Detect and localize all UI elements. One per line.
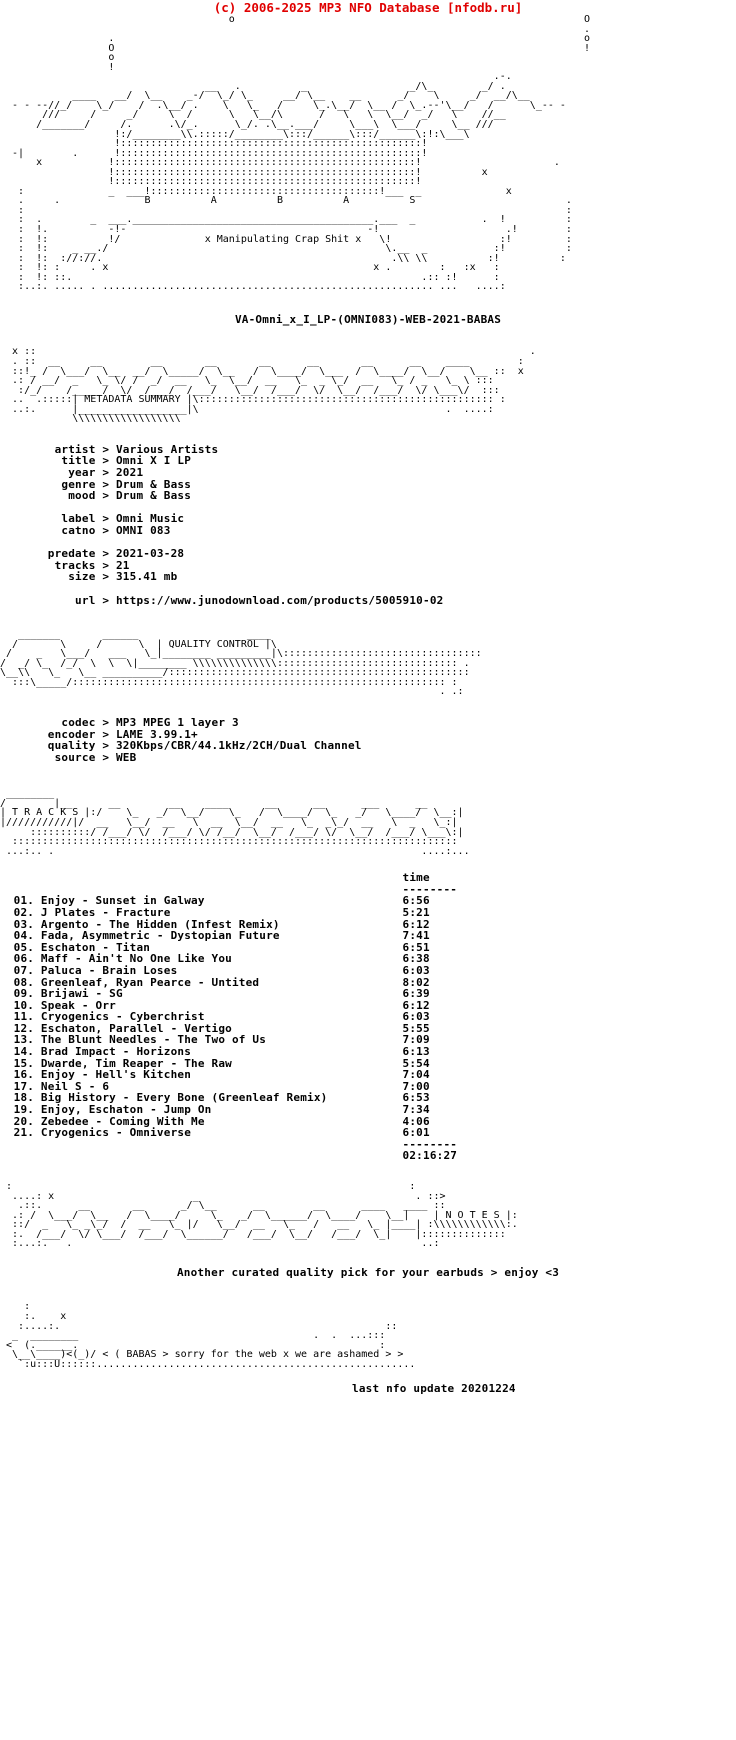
metadata-banner-art: x :: . . :: __ __ __ __ __ __ __ __ ____… [12, 346, 536, 425]
metadata-summary-block: artist > Various Artists title > Omni X … [47, 442, 444, 607]
release-title: VA-Omni_x_I_LP-(OMNI083)-WEB-2021-BABAS [234, 312, 502, 326]
logo-ascii-art-top: o O . . [12, 14, 591, 197]
quality-control-banner-art: _______ ______ ____ / \ / \ | QUALITY CO… [0, 629, 482, 698]
last-update-text: last nfo update 20201224 [352, 1382, 516, 1396]
notes-text: Another curated quality pick for your ea… [176, 1265, 560, 1279]
tracklist-block: time -------- 01. Enjoy - Sunset in Galw… [13, 871, 458, 1163]
logo-ascii-art-middle: . . B A B A S . : : : . [18, 195, 572, 293]
notes-banner-art: : : ....: x _ . ::> .::. __ __ _/ \__ __… [6, 1181, 518, 1250]
tracks-banner-art: ________ / |__ __ __ ____ __ __ ___ __ |… [0, 788, 470, 857]
copyright-header: (c) 2006-2025 MP3 NFO Database [nfodb.ru… [213, 0, 523, 15]
footer-ascii-art: : :. x :....:. :: _ ________ . . ...::: … [6, 1301, 416, 1370]
quality-control-block: codec > MP3 MPEG 1 layer 3 encoder > LAM… [47, 715, 362, 764]
